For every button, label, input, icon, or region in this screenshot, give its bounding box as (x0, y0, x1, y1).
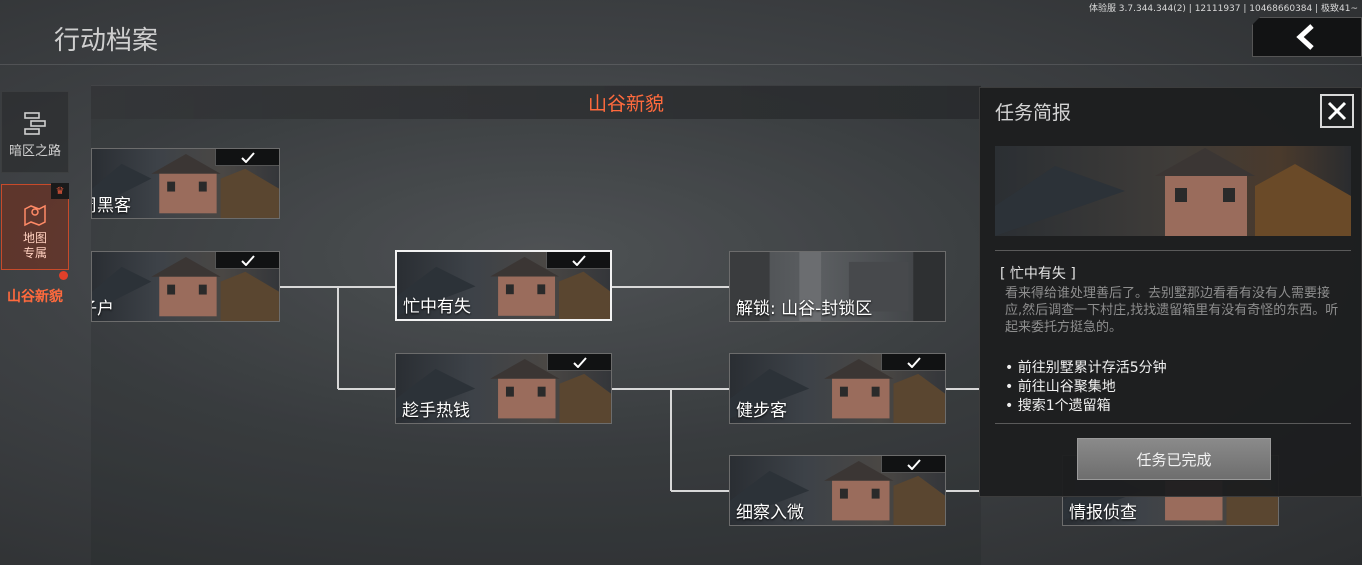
mission-name: 健步客 (736, 401, 787, 421)
check-icon (572, 356, 587, 368)
completed-check (881, 354, 945, 371)
objective-item: 前往别墅累计存活5分钟 (1005, 359, 1167, 378)
nav-item-dark-zone-road[interactable]: 暗区之路 (1, 91, 69, 173)
completed-check (881, 456, 945, 473)
check-icon (240, 151, 255, 163)
close-button[interactable] (1320, 94, 1354, 128)
mission-name: 忙中有失 (403, 297, 471, 317)
house-thumbnail-icon (92, 256, 279, 321)
nav-road-label: 暗区之路 (8, 144, 61, 159)
briefing-image (995, 146, 1351, 236)
mission-name: 子户 (92, 299, 114, 319)
page-title: 行动档案 (54, 26, 159, 56)
notification-dot (59, 271, 68, 280)
nav-map-label-line1: 地图 (22, 231, 47, 245)
completed-check (215, 149, 279, 166)
check-icon (906, 458, 921, 470)
chapter-bar: 山谷新貌 (91, 85, 981, 119)
mission-complete-button[interactable]: 任务已完成 (1077, 438, 1271, 480)
mission-card-5[interactable]: 健步客 (729, 353, 946, 424)
mission-name: 周黑客 (92, 196, 131, 216)
back-arrow-icon (1296, 24, 1314, 50)
completed-check (546, 252, 610, 269)
mission-name: 情报侦查 (1069, 503, 1137, 523)
mission-briefing-panel: 任务简报 [ 忙中有失 ] 看来得给谁处理善后了。去别墅那边看看有没有人需要接应… (979, 87, 1362, 497)
check-icon (571, 254, 586, 266)
house-thumbnail-icon (995, 148, 1351, 236)
chapter-title: 山谷新貌 (587, 93, 664, 115)
completed-check (547, 354, 611, 371)
title-divider (0, 64, 1362, 65)
close-icon (1327, 101, 1347, 121)
house-thumbnail-icon (730, 460, 945, 525)
briefing-mission-name: [ 忙中有失 ] (1000, 266, 1076, 282)
briefing-title: 任务简报 (995, 102, 1072, 124)
mission-card-0[interactable]: 周黑客 (91, 148, 280, 219)
briefing-description: 看来得给谁处理善后了。去别墅那边看看有没有人需要接应,然后调查一下村庄,找找遗留… (1005, 286, 1339, 335)
mission-name: 细察入微 (736, 503, 804, 523)
mission-card-4[interactable]: 解锁: 山谷-封锁区 (729, 251, 946, 322)
mission-card-3[interactable]: 趁手热钱 (395, 353, 612, 424)
nav-map-label: 地图 专属 (23, 231, 47, 261)
objective-item: 前往山谷聚集地 (1005, 378, 1167, 397)
version-info: 体验服 3.7.344.344(2) | 12111937 | 10468660… (1088, 4, 1358, 14)
house-thumbnail-icon (396, 358, 611, 423)
check-icon (906, 356, 921, 368)
corridor-thumbnail-icon (730, 252, 945, 321)
nav-item-map-exclusive[interactable]: ♛ 地图 专属 (1, 183, 69, 270)
house-thumbnail-icon (730, 358, 945, 423)
crown-icon: ♛ (51, 183, 69, 199)
route-icon (24, 112, 46, 135)
mission-name: 解锁: 山谷-封锁区 (736, 299, 873, 319)
check-icon (240, 254, 255, 266)
briefing-details: [ 忙中有失 ] 看来得给谁处理善后了。去别墅那边看看有没有人需要接应,然后调查… (995, 250, 1351, 424)
back-button[interactable] (1252, 17, 1362, 57)
objective-item: 搜索1个遗留箱 (1005, 397, 1167, 416)
objective-list: 前往别墅累计存活5分钟 前往山谷聚集地 搜索1个遗留箱 (1005, 359, 1167, 416)
mission-card-2[interactable]: 忙中有失 (395, 250, 612, 321)
completed-check (215, 252, 279, 269)
mission-card-6[interactable]: 细察入微 (729, 455, 946, 526)
nav-sub-valley[interactable]: 山谷新貌 (7, 289, 63, 305)
house-thumbnail-icon (92, 153, 279, 218)
house-thumbnail-icon (397, 256, 610, 319)
mission-card-1[interactable]: 子户 (91, 251, 280, 322)
nav-map-label-line2: 专属 (22, 246, 47, 260)
mission-name: 趁手热钱 (402, 401, 470, 421)
map-pin-icon (24, 204, 46, 227)
